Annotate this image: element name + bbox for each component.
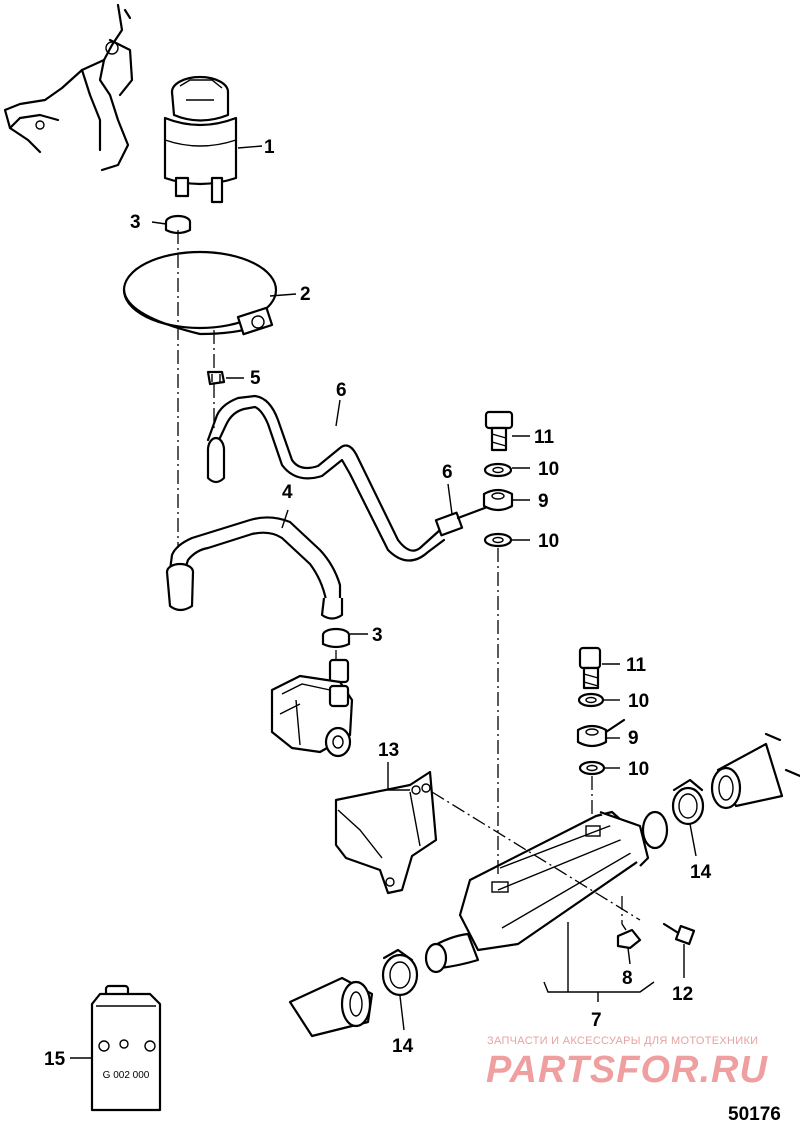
steering-pump (270, 658, 354, 758)
clamp-part-3-upper (164, 214, 192, 235)
clamp-part-3-lower (321, 627, 351, 649)
bolt-part-12 (662, 922, 696, 946)
nut-part-8 (616, 923, 642, 950)
callout-13: 13 (378, 740, 399, 761)
callout-10-d: 10 (628, 759, 649, 780)
clamp-part-14-right (671, 778, 705, 826)
return-line-part-6 (206, 394, 492, 562)
callout-1: 1 (264, 137, 275, 158)
callout-14-right: 14 (690, 862, 712, 883)
callout-6-upper: 6 (336, 380, 347, 401)
watermark-tagline: ЗАПЧАСТИ И АКСЕССУАРЫ ДЛЯ МОТОТЕХНИКИ (487, 1035, 758, 1047)
callout-15: 15 (44, 1049, 66, 1070)
callout-4: 4 (282, 482, 293, 503)
cooler-part-7 (424, 810, 669, 974)
watermark-logo: PARTSFOR.RU (486, 1049, 768, 1091)
callout-8: 8 (622, 968, 633, 989)
pressure-hose-part-4 (165, 516, 344, 620)
callout-10-c: 10 (628, 691, 649, 712)
container-label: G 002 000 (103, 1070, 150, 1081)
callout-11-upper: 11 (534, 427, 555, 448)
clamp-part-5 (206, 370, 226, 386)
hose-end-left (288, 976, 374, 1038)
mount-bracket-fragment (3, 3, 134, 172)
bracket-part-13 (334, 770, 438, 895)
hose-end-right (710, 732, 800, 810)
callout-7: 7 (591, 1010, 602, 1031)
callout-5: 5 (250, 368, 261, 389)
callout-10-b: 10 (538, 531, 559, 552)
callout-2: 2 (300, 284, 311, 305)
leader-lines (70, 145, 697, 1059)
clamp-part-14-left (381, 948, 419, 997)
callout-3-upper: 3 (130, 212, 141, 233)
callout-14-left: 14 (392, 1036, 414, 1057)
callout-9-upper: 9 (538, 491, 549, 512)
figure-number: 50176 (728, 1104, 781, 1125)
banjo-stack-lower (576, 646, 626, 776)
callout-11-lower: 11 (626, 655, 647, 676)
callouts: 1 2 3 3 4 5 6 6 7 8 9 9 10 10 10 10 11 1… (44, 137, 712, 1070)
fluid-container-part-15: G 002 000 (90, 984, 162, 1112)
banjo-stack-upper (482, 410, 514, 548)
callout-3-lower: 3 (372, 625, 383, 646)
callout-9-lower: 9 (628, 728, 639, 749)
reservoir-part-1 (163, 75, 238, 204)
callout-6-lower: 6 (442, 462, 453, 483)
watermark: ЗАПЧАСТИ И АКСЕССУАРЫ ДЛЯ МОТОТЕХНИКИ PA… (486, 1035, 768, 1091)
callout-12: 12 (672, 984, 693, 1005)
assembly-lines (177, 230, 641, 924)
callout-10-a: 10 (538, 459, 559, 480)
strap-part-2 (122, 250, 278, 336)
